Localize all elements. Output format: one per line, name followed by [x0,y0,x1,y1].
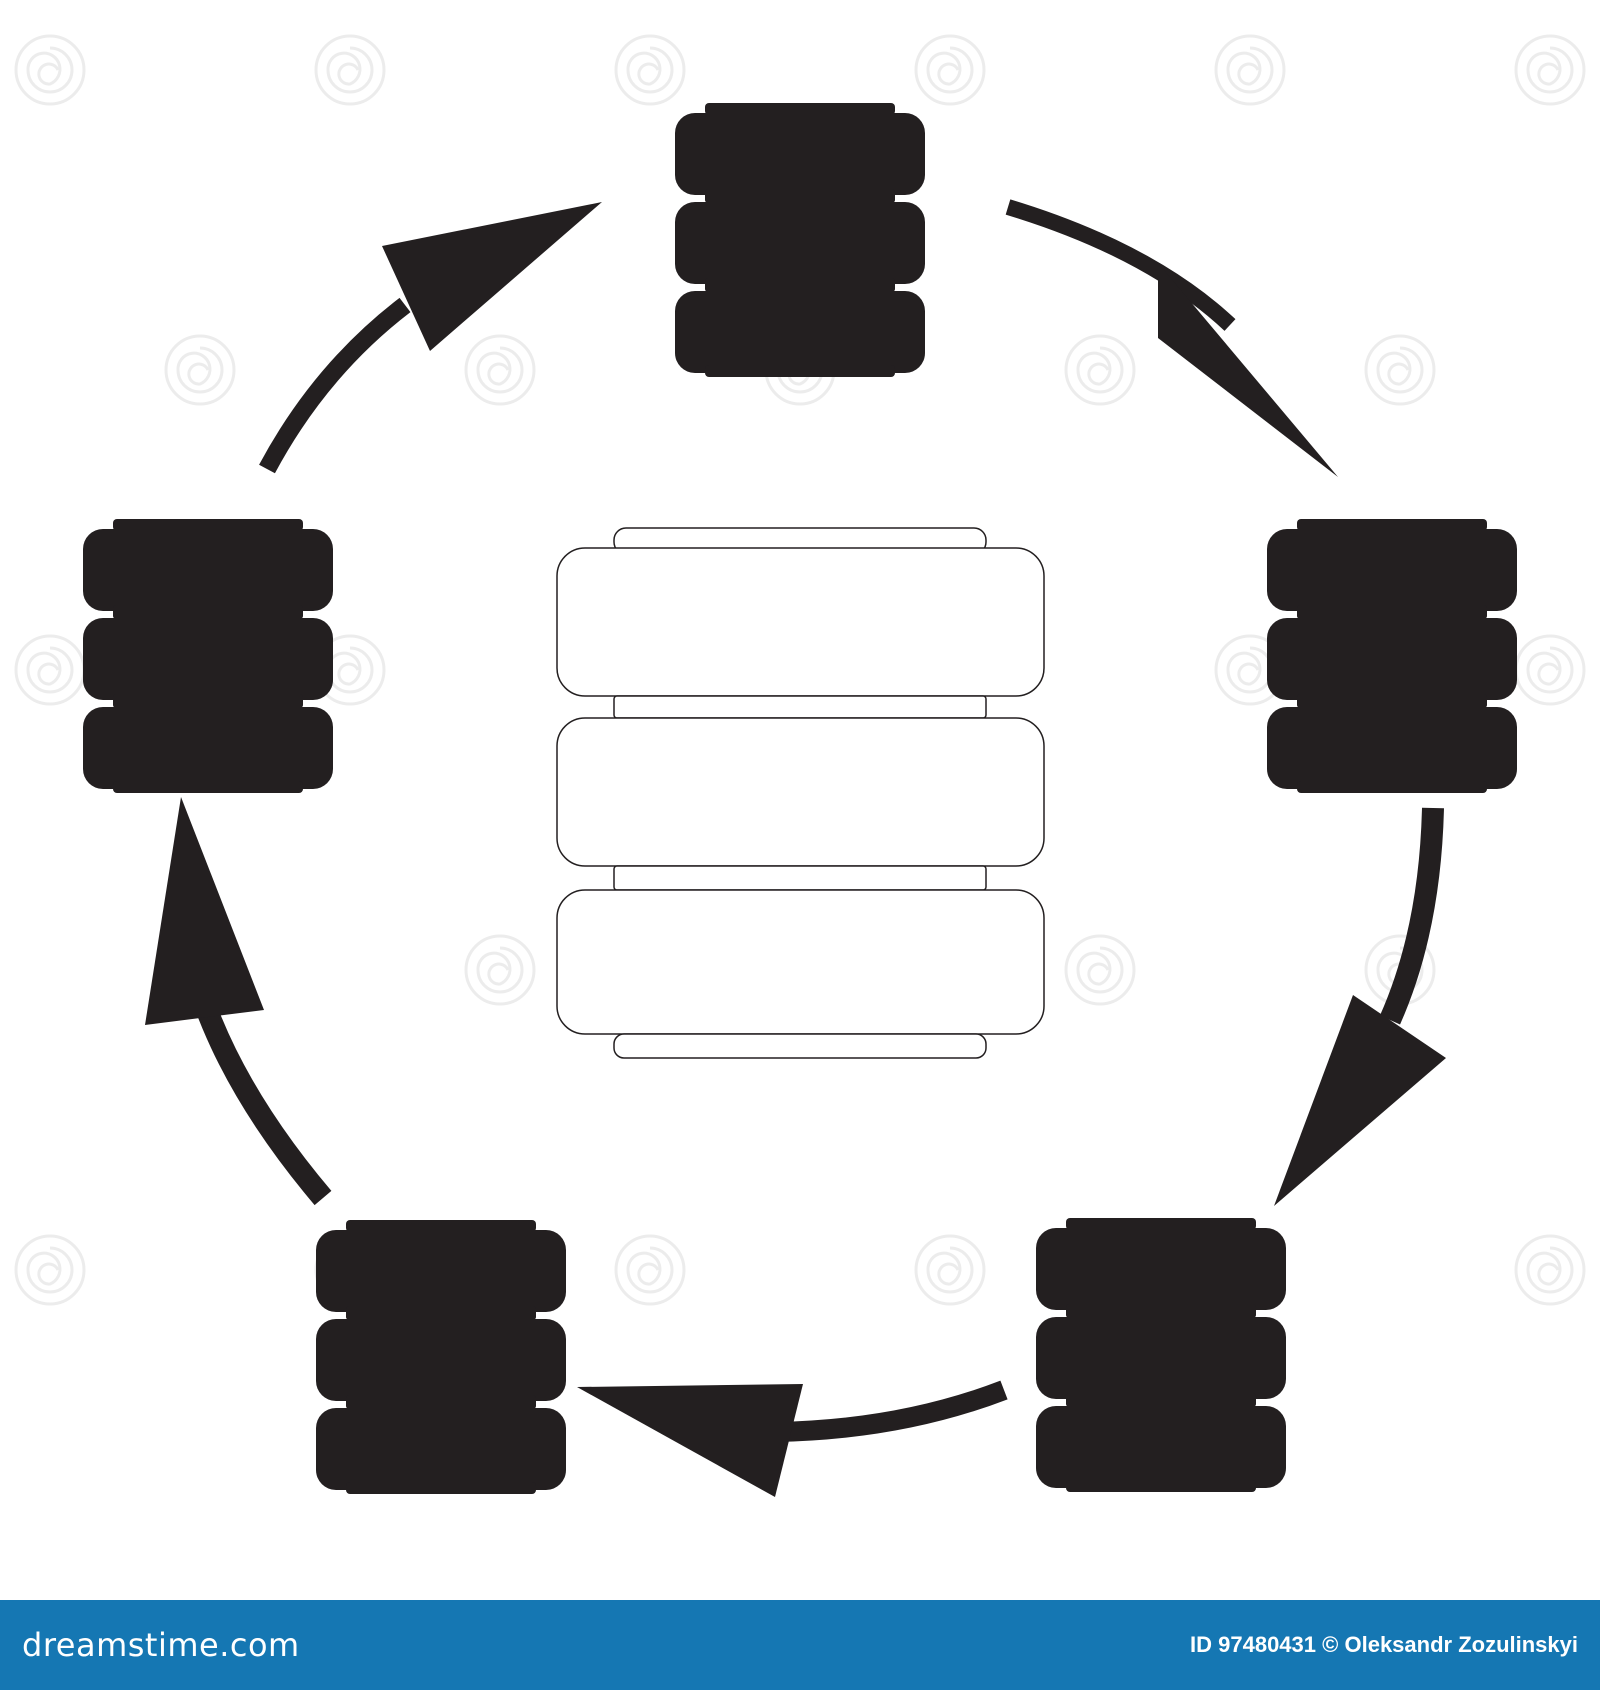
copyright-symbol: © [1322,1632,1339,1657]
database-cycle-diagram [14,34,1586,1497]
arrow-bottom-right-to-bottom-left-icon [577,1380,1008,1497]
dreamstime-spiral-watermark-icon [464,334,536,406]
dreamstime-spiral-watermark-icon [914,1234,986,1306]
arrow-top-to-right-icon [1005,199,1338,477]
image-id: 97480431 [1218,1632,1317,1657]
database-node-left-icon [83,519,333,793]
dreamstime-spiral-watermark-icon [314,34,386,106]
center-database-outline-icon [556,527,1045,1059]
author-name: Oleksandr Zozulinskyi [1344,1632,1578,1657]
footer-bar: dreamstime.com ID 97480431 © Oleksandr Z… [0,1600,1600,1690]
dreamstime-spiral-watermark-icon [14,634,86,706]
database-node-bottom-right-icon [1036,1218,1286,1492]
dreamstime-spiral-watermark-icon [1514,34,1586,106]
database-node-bottom-left-icon [316,1220,566,1494]
dreamstime-spiral-watermark-icon [614,1234,686,1306]
brand-logo[interactable]: dreamstime.com [22,1626,300,1664]
dreamstime-spiral-watermark-icon [1364,334,1436,406]
dreamstime-spiral-watermark-icon [614,34,686,106]
database-node-top-icon [675,103,925,377]
database-node-right-icon [1267,519,1517,793]
dreamstime-spiral-watermark-icon [1514,634,1586,706]
dreamstime-spiral-watermark-icon [1514,1234,1586,1306]
dreamstime-spiral-watermark-icon [164,334,236,406]
dreamstime-spiral-watermark-icon [1064,934,1136,1006]
dreamstime-spiral-watermark-icon [1064,334,1136,406]
dreamstime-spiral-watermark-icon [14,1234,86,1306]
dreamstime-spiral-watermark-icon [914,34,986,106]
arrow-left-to-top-icon [259,202,602,474]
dreamstime-spiral-watermark-icon [14,34,86,106]
dreamstime-spiral-watermark-icon [1214,34,1286,106]
image-credit: ID 97480431 © Oleksandr Zozulinskyi [1190,1632,1578,1658]
arrow-right-to-bottom-right-icon [1274,807,1446,1206]
dreamstime-spiral-watermark-icon [464,934,536,1006]
id-label: ID [1190,1632,1212,1657]
arrow-bottom-left-to-left-icon [145,797,332,1206]
